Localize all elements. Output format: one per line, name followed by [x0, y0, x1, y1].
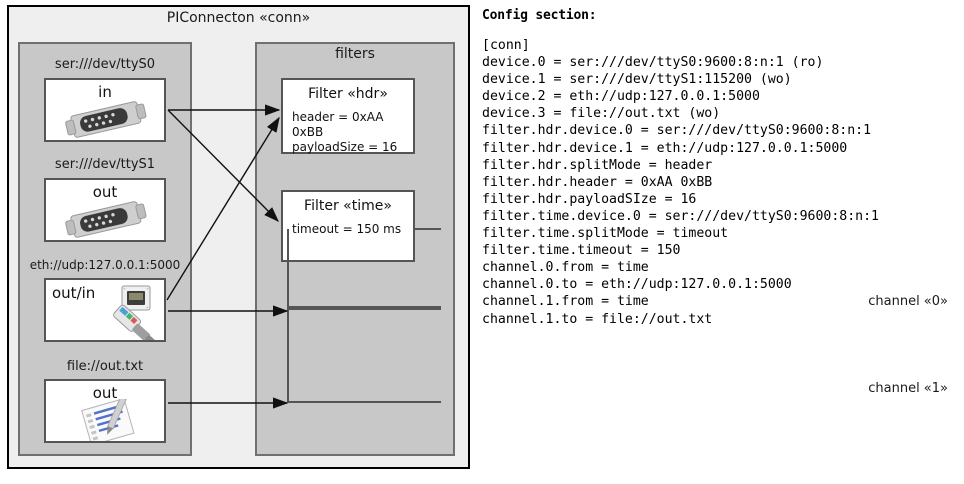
device-label-ttyS0: ser:///dev/ttyS0 — [54, 57, 156, 72]
channel-0-label: channel «0» — [868, 294, 948, 309]
device-label-eth: eth://udp:127.0.0.1:5000 — [29, 258, 181, 272]
config-line: filter.hdr.splitMode = header — [482, 157, 713, 173]
filter-prop-timeout: timeout = 150 ms — [292, 222, 402, 236]
config-line: filter.time.splitMode = timeout — [482, 226, 729, 242]
device-card-eth[interactable]: out/in — [44, 278, 166, 342]
channel-1-label: channel «1» — [868, 381, 948, 396]
device-label-file: file://out.txt — [66, 359, 144, 374]
filter-title: Filter «time» — [304, 198, 392, 214]
serial-port-icon — [65, 101, 147, 138]
filter-card-time[interactable]: Filter «time» timeout = 150 ms — [281, 190, 415, 262]
channel-1-box — [287, 308, 441, 403]
filter-properties: timeout = 150 ms — [292, 222, 409, 237]
config-heading: Config section: — [482, 8, 597, 23]
device-card-ttyS1[interactable]: out — [44, 178, 166, 242]
device-direction-label: out — [92, 384, 118, 402]
config-listing: [conn] device.0 = ser:///dev/ttyS0:9600:8… — [482, 37, 962, 328]
config-line: filter.time.timeout = 150 — [482, 243, 681, 259]
config-line: [conn] — [482, 38, 530, 53]
filter-prop-payload: payloadSize = 16 — [292, 140, 398, 154]
device-card-ttyS0[interactable]: in — [44, 78, 166, 142]
channel-0-box — [287, 229, 441, 308]
config-line: device.2 = eth://udp:127.0.0.1:5000 — [482, 89, 760, 105]
filter-prop-header: header = 0xAA 0xBB — [292, 110, 384, 139]
config-line: filter.hdr.device.1 = eth://udp:127.0.0.… — [482, 140, 848, 156]
text-file-icon — [81, 399, 135, 441]
device-direction-label: in — [98, 83, 112, 101]
config-line: channel.1.to = file://out.txt — [482, 311, 713, 327]
device-card-file[interactable]: out — [44, 379, 166, 443]
filter-card-hdr[interactable]: Filter «hdr» header = 0xAA 0xBB payloadS… — [281, 78, 415, 154]
config-line: filter.hdr.device.0 = ser:///dev/ttyS0:9… — [482, 123, 872, 139]
config-line: filter.time.device.0 = ser:///dev/ttyS0:… — [482, 208, 879, 224]
component-title: PIConnecton «conn» — [166, 10, 311, 26]
serial-port-icon — [65, 201, 147, 238]
filter-properties: header = 0xAA 0xBB payloadSize = 16 — [292, 110, 409, 155]
filter-title: Filter «hdr» — [308, 86, 388, 102]
ethernet-jack-icon — [113, 285, 158, 340]
config-line: channel.0.from = time — [482, 260, 649, 276]
config-line: filter.hdr.header = 0xAA 0xBB — [482, 174, 713, 190]
config-line: device.1 = ser:///dev/ttyS1:115200 (wo) — [482, 72, 792, 88]
device-direction-label: out/in — [52, 284, 96, 302]
config-line: device.3 = file://out.txt (wo) — [482, 106, 721, 122]
config-section: Config section: [conn] device.0 = ser:///… — [482, 8, 962, 328]
device-direction-label: out — [92, 183, 118, 201]
config-line: channel.1.from = time — [482, 294, 649, 310]
config-line: device.0 = ser:///dev/ttyS0:9600:8:n:1 (… — [482, 55, 824, 71]
filters-panel-title: filters — [335, 46, 375, 62]
config-line: filter.hdr.payloadSIze = 16 — [482, 191, 697, 207]
config-line: channel.0.to = eth://udp:127.0.0.1:5000 — [482, 277, 792, 293]
device-label-ttyS1: ser:///dev/ttyS1 — [54, 157, 156, 172]
